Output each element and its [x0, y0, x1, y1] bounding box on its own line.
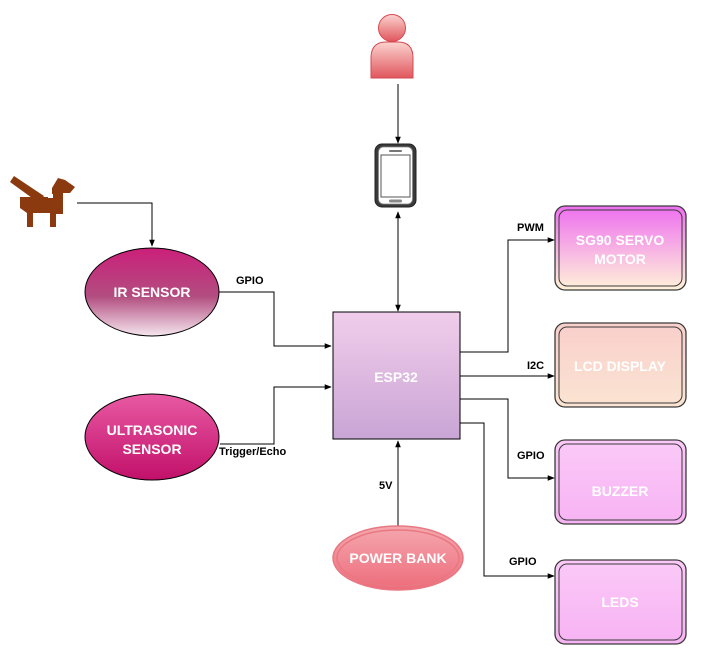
edge-label-buzzer-gpio: GPIO: [517, 450, 545, 462]
servo-motor-label-line1: SG90 SERVO: [576, 232, 665, 248]
servo-motor-label-line2: MOTOR: [594, 251, 646, 267]
smartphone-icon: [374, 143, 417, 208]
buzzer-label: BUZZER: [592, 483, 649, 499]
lcd-display-label: LCD DISPLAY: [574, 358, 667, 374]
lcd-display-node: LCD DISPLAY: [554, 322, 687, 408]
edge-ir-to-esp32: [218, 291, 332, 349]
servo-motor-node: SG90 SERVO MOTOR: [554, 205, 687, 291]
edge-label-servo-pwm: PWM: [517, 222, 544, 234]
ultrasonic-sensor-label-line2: SENSOR: [122, 441, 181, 457]
power-bank-label: POWER BANK: [349, 550, 446, 566]
edge-esp32-to-leds: [460, 422, 555, 579]
ultrasonic-sensor-node: ULTRASONIC SENSOR: [84, 393, 220, 481]
edge-esp32-to-buzzer: [460, 398, 555, 481]
edge-label-lcd-i2c: I2C: [527, 360, 544, 372]
edge-label-trigger-echo: Trigger/Echo: [219, 446, 287, 458]
leds-node: LEDS: [554, 559, 687, 645]
ir-sensor-node: IR SENSOR: [84, 247, 220, 337]
buzzer-node: BUZZER: [554, 439, 687, 525]
connectors: [77, 84, 555, 579]
ultrasonic-sensor-label-line1: ULTRASONIC: [107, 422, 198, 438]
edge-label-power-5v: 5V: [379, 480, 393, 492]
edge-esp32-to-servo: [460, 237, 555, 353]
esp32-label: ESP32: [374, 369, 418, 385]
esp32-node: ESP32: [332, 311, 461, 440]
edge-ultrasonic-to-esp32: [220, 384, 332, 445]
dog-on-leash-icon: [10, 176, 75, 227]
edge-label-ir-gpio: GPIO: [236, 275, 264, 287]
power-bank-node: POWER BANK: [332, 525, 464, 591]
edge-label-leds-gpio: GPIO: [509, 556, 537, 568]
leds-label: LEDS: [601, 594, 638, 610]
edge-dog-to-ir: [77, 202, 155, 247]
ir-sensor-label: IR SENSOR: [113, 284, 190, 300]
person-icon: [370, 14, 414, 79]
